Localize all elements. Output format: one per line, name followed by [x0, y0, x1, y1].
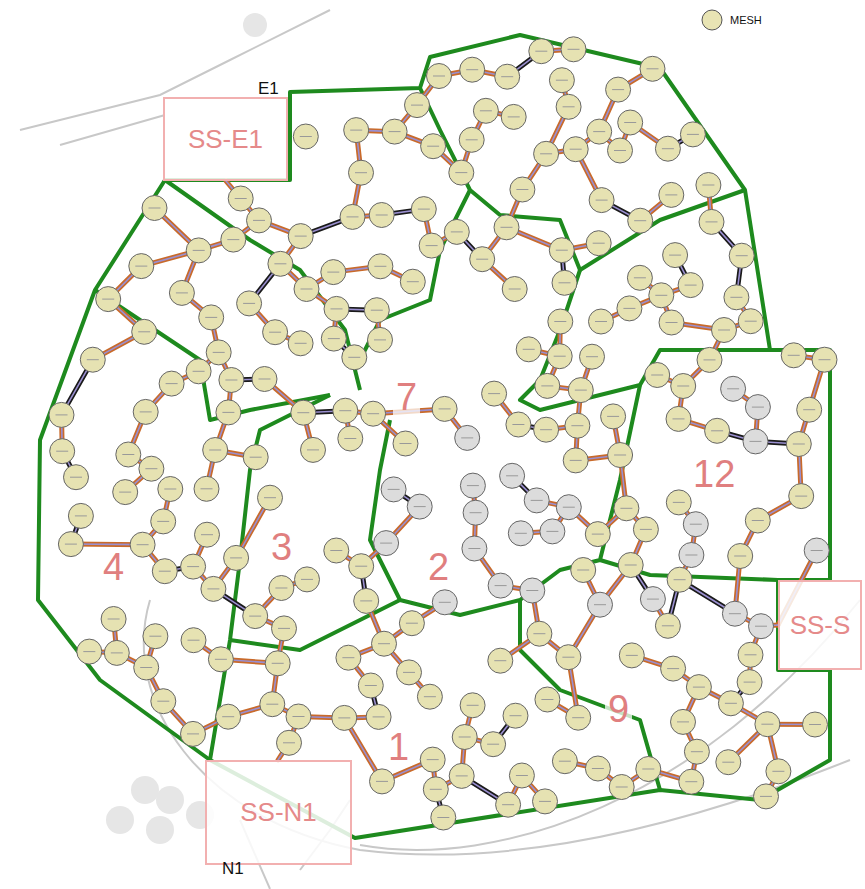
feeder-name: E1 — [258, 80, 279, 97]
legend-sample — [700, 8, 724, 32]
zone-number: 2 — [425, 548, 452, 586]
zone-number: 1 — [385, 728, 412, 766]
mesh-turbines — [49, 37, 837, 830]
legend-entry: MESH — [700, 8, 762, 32]
legend-text: MESH — [730, 14, 762, 26]
substation-box: SS-N1 — [205, 760, 352, 865]
zone-boundaries — [38, 35, 830, 838]
roads — [20, 10, 860, 889]
zone-number: 4 — [100, 548, 127, 586]
zone-number: 3 — [268, 528, 295, 566]
zone-number: 12 — [690, 455, 738, 493]
substation-name: SS-N1 — [240, 797, 317, 828]
substation-name: SS-E1 — [188, 124, 263, 155]
cable-network — [62, 49, 825, 817]
substation-box: SS-S — [778, 580, 862, 670]
zone-number: 7 — [393, 378, 420, 416]
feeder-name: N1 — [222, 860, 244, 877]
zone-number: 9 — [605, 690, 632, 728]
substation-box: SS-E1 — [163, 97, 288, 181]
substation-name: SS-S — [790, 610, 851, 641]
